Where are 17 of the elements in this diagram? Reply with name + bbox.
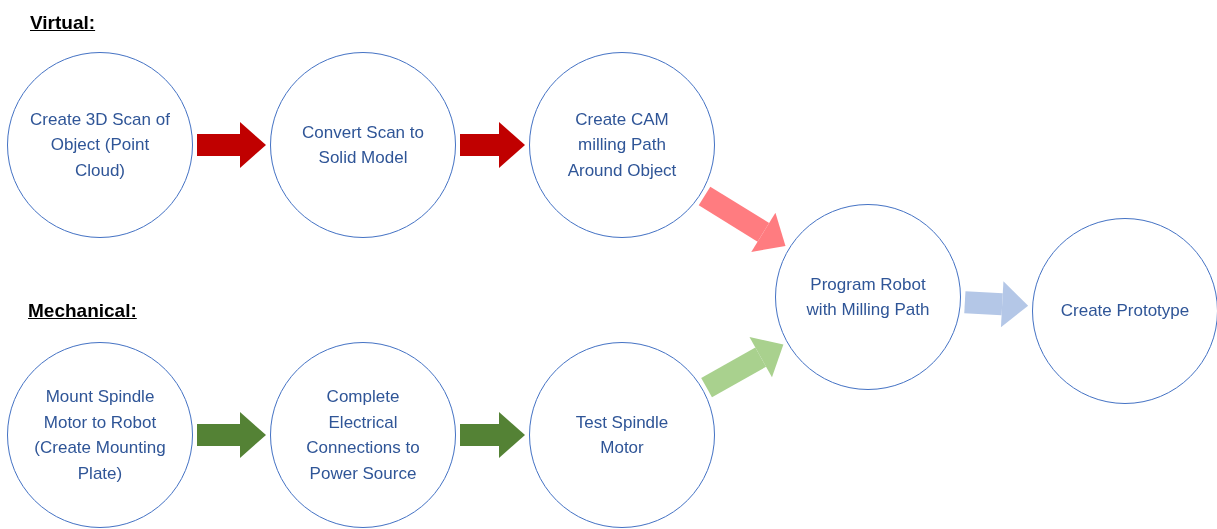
- block-arrow: [698, 186, 786, 252]
- step-text: Create Prototype: [1060, 300, 1190, 323]
- block-arrow: [197, 122, 266, 168]
- step-text: Create 3D Scan of Object (Point Cloud): [30, 108, 170, 182]
- step-text: Program Robot with Milling Path: [805, 273, 931, 321]
- block-arrow: [460, 122, 525, 168]
- step-text: Mount Spindle Motor to Robot (Create Mounting Plate): [33, 386, 167, 485]
- section-heading: Virtual:: [30, 12, 96, 34]
- block-arrow: [460, 412, 525, 458]
- step-text: Test Spindle Motor: [574, 411, 670, 459]
- section-heading: Mechanical:: [28, 300, 137, 322]
- step-text: Complete Electrical Connections to Power Source: [305, 386, 421, 485]
- step-text: Create CAM milling Path Around Object: [566, 108, 678, 182]
- block-arrow: [701, 337, 784, 398]
- block-arrow: [964, 281, 1029, 328]
- block-arrow: [197, 412, 266, 458]
- step-text: Convert Scan to Solid Model: [301, 121, 425, 169]
